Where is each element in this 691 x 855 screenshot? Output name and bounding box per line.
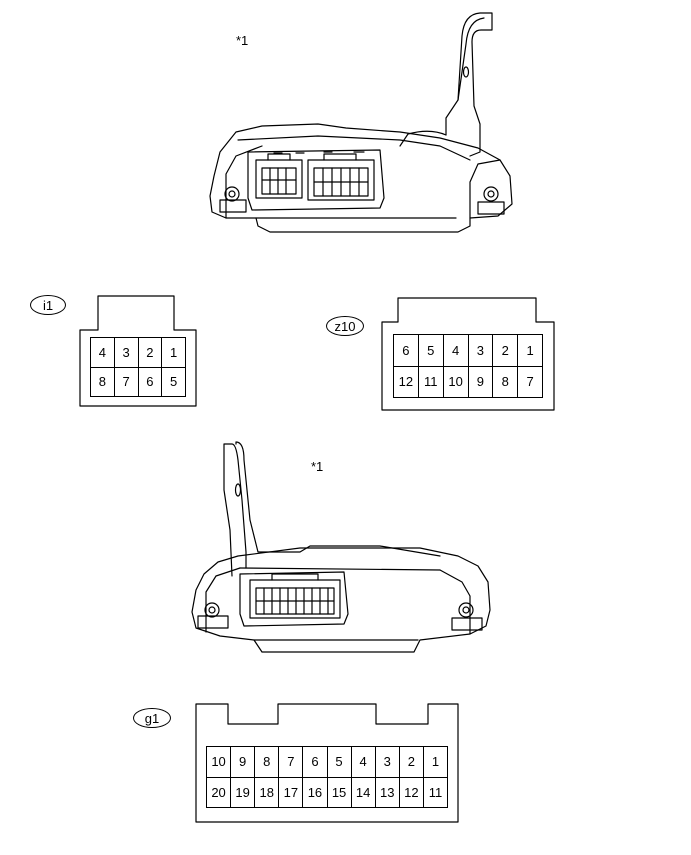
pin-cell: 7	[279, 747, 304, 778]
pin-cell: 6	[138, 367, 163, 397]
pin-cell: 4	[91, 338, 115, 368]
bottom-unit-note: *1	[311, 459, 324, 474]
pin-cell: 18	[255, 777, 280, 808]
top-unit-drawing	[209, 12, 513, 233]
pin-cell: 8	[255, 747, 280, 778]
pin-cell: 11	[423, 777, 448, 808]
connector-tag-z10: z10	[326, 316, 364, 336]
pin-cell: 15	[327, 777, 352, 808]
pin-cell: 16	[303, 777, 328, 808]
z10-housing-outline	[381, 297, 555, 411]
pin-cell: 6	[394, 335, 419, 367]
connector-tag-g1: g1	[133, 708, 171, 728]
pin-cell: 13	[375, 777, 400, 808]
pin-cell: 8	[493, 366, 519, 398]
pin-cell: 10	[207, 747, 232, 778]
pin-cell: 10	[443, 366, 469, 398]
pin-cell: 12	[399, 777, 424, 808]
bottom-unit-drawing	[191, 441, 491, 653]
top-unit-note: *1	[236, 33, 249, 48]
pin-cell: 11	[418, 366, 444, 398]
pin-cell: 12	[394, 366, 419, 398]
pin-cell: 6	[303, 747, 328, 778]
pin-cell: 1	[518, 335, 543, 367]
pin-cell: 3	[468, 335, 494, 367]
pin-cell: 9	[468, 366, 494, 398]
pin-cell: 3	[375, 747, 400, 778]
pin-cell: 14	[351, 777, 376, 808]
pin-cell: 5	[327, 747, 352, 778]
pin-cell: 19	[231, 777, 256, 808]
pin-cell: 7	[114, 367, 139, 397]
pin-cell: 8	[91, 367, 115, 397]
pin-cell: 5	[162, 367, 186, 397]
pin-cell: 3	[114, 338, 139, 368]
pin-cell: 2	[493, 335, 519, 367]
pin-cell: 20	[207, 777, 232, 808]
pin-cell: 2	[399, 747, 424, 778]
pin-cell: 1	[423, 747, 448, 778]
pin-cell: 17	[279, 777, 304, 808]
pin-cell: 7	[518, 366, 543, 398]
pin-cell: 4	[443, 335, 469, 367]
pin-cell: 1	[162, 338, 186, 368]
g1-housing-outline	[195, 703, 459, 823]
pin-cell: 2	[138, 338, 163, 368]
connector-tag-i1: i1	[30, 295, 66, 315]
pin-cell: 4	[351, 747, 376, 778]
pin-cell: 9	[231, 747, 256, 778]
pin-cell: 5	[418, 335, 444, 367]
i1-housing-outline	[79, 295, 197, 407]
